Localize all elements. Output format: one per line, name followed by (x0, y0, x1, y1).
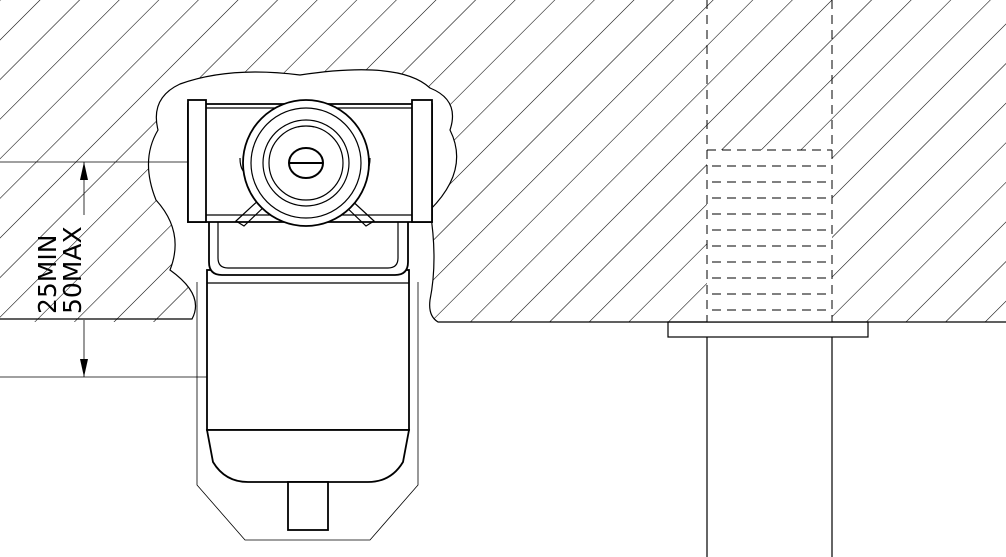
pipe-flange (667, 321, 869, 338)
exposed-pipe (706, 337, 833, 557)
wall-outline (0, 69, 1006, 323)
valve-envelope-outline (196, 282, 419, 541)
dimension-extension-lines (0, 161, 210, 378)
union-nut (242, 99, 370, 227)
threaded-insert-dashed (706, 149, 833, 322)
valve-housing (205, 269, 411, 483)
dimension-label-group: 25MIN 50MAX (33, 226, 87, 314)
dimension-min-label: 25MIN (33, 235, 62, 314)
valve-spindle (287, 481, 329, 531)
dimension-max-label: 50MAX (58, 226, 87, 314)
wall-section-hatch (0, 0, 1006, 322)
dimension-arrows (80, 162, 88, 377)
